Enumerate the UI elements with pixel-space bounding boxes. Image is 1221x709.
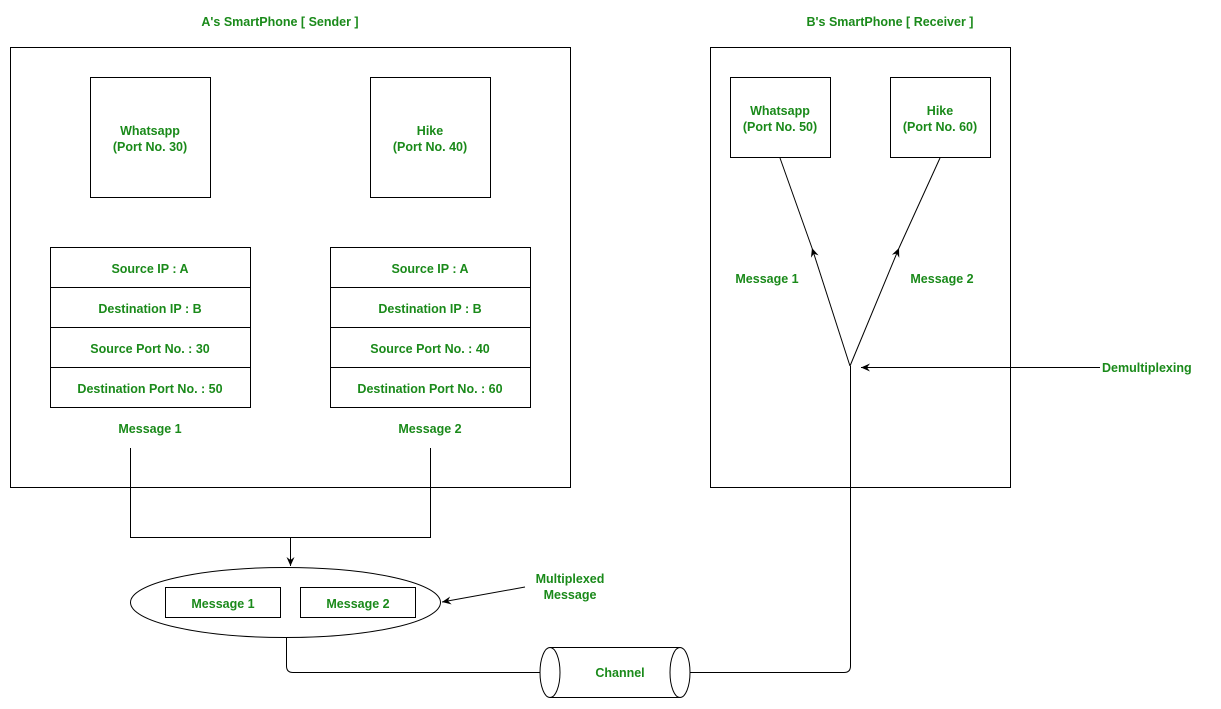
sender-app-whatsapp: Whatsapp (Port No. 30): [90, 77, 211, 198]
packet-header-message-1: Source IP : A Destination IP : B Source …: [50, 247, 251, 436]
sender-app-hike: Hike (Port No. 40): [370, 77, 491, 198]
packet-label: Message 1: [118, 422, 181, 436]
demux-line-message-2: [898, 157, 941, 249]
channel-label: Channel: [595, 666, 644, 680]
demux-arrow-message-1: [810, 247, 851, 367]
demux-label: Demultiplexing: [1102, 361, 1192, 375]
demux-arrow-message-2: [849, 247, 900, 367]
receiver-message-1-label: Message 1: [735, 272, 798, 286]
app-port: (Port No. 30): [113, 140, 187, 154]
app-name: Hike: [417, 124, 443, 138]
packet-label: Message 2: [398, 422, 461, 436]
sender-title: A's SmartPhone [ Sender ]: [201, 15, 358, 29]
merge-connector: [130, 448, 431, 538]
receiver-app-hike: Hike (Port No. 60): [890, 77, 991, 158]
channel-cylinder: Channel: [539, 647, 691, 698]
field-destination-port: Destination Port No. : 50: [77, 382, 222, 396]
app-name: Whatsapp: [750, 104, 810, 118]
packet-header-message-2: Source IP : A Destination IP : B Source …: [330, 247, 531, 436]
field-destination-ip: Destination IP : B: [98, 302, 201, 316]
multiplexed-message: Message 1 Message 2: [130, 567, 441, 638]
receiver-phone-frame: [710, 47, 1011, 488]
app-port: (Port No. 50): [743, 120, 817, 134]
receiver-title: B's SmartPhone [ Receiver ]: [807, 15, 974, 29]
channel-output-line: [690, 366, 851, 673]
multiplexed-label-line1: Multiplexed: [536, 572, 605, 586]
channel-input-line: [286, 637, 540, 673]
multiplexed-label-arrow: [441, 586, 526, 605]
multiplexed-label-line2: Message: [544, 588, 597, 602]
mux-item-message-2: Message 2: [326, 597, 389, 611]
field-source-port: Source Port No. : 30: [90, 342, 210, 356]
field-source-ip: Source IP : A: [111, 262, 188, 276]
app-name: Whatsapp: [120, 124, 180, 138]
app-port: (Port No. 60): [903, 120, 977, 134]
field-source-port: Source Port No. : 40: [370, 342, 490, 356]
sender-phone-frame: [10, 47, 571, 488]
receiver-message-2-label: Message 2: [910, 272, 973, 286]
app-port: (Port No. 40): [393, 140, 467, 154]
field-destination-port: Destination Port No. : 60: [357, 382, 502, 396]
demux-line-message-1: [779, 157, 813, 249]
field-source-ip: Source IP : A: [391, 262, 468, 276]
app-name: Hike: [927, 104, 953, 118]
field-destination-ip: Destination IP : B: [378, 302, 481, 316]
mux-item-message-1: Message 1: [191, 597, 254, 611]
receiver-app-whatsapp: Whatsapp (Port No. 50): [730, 77, 831, 158]
